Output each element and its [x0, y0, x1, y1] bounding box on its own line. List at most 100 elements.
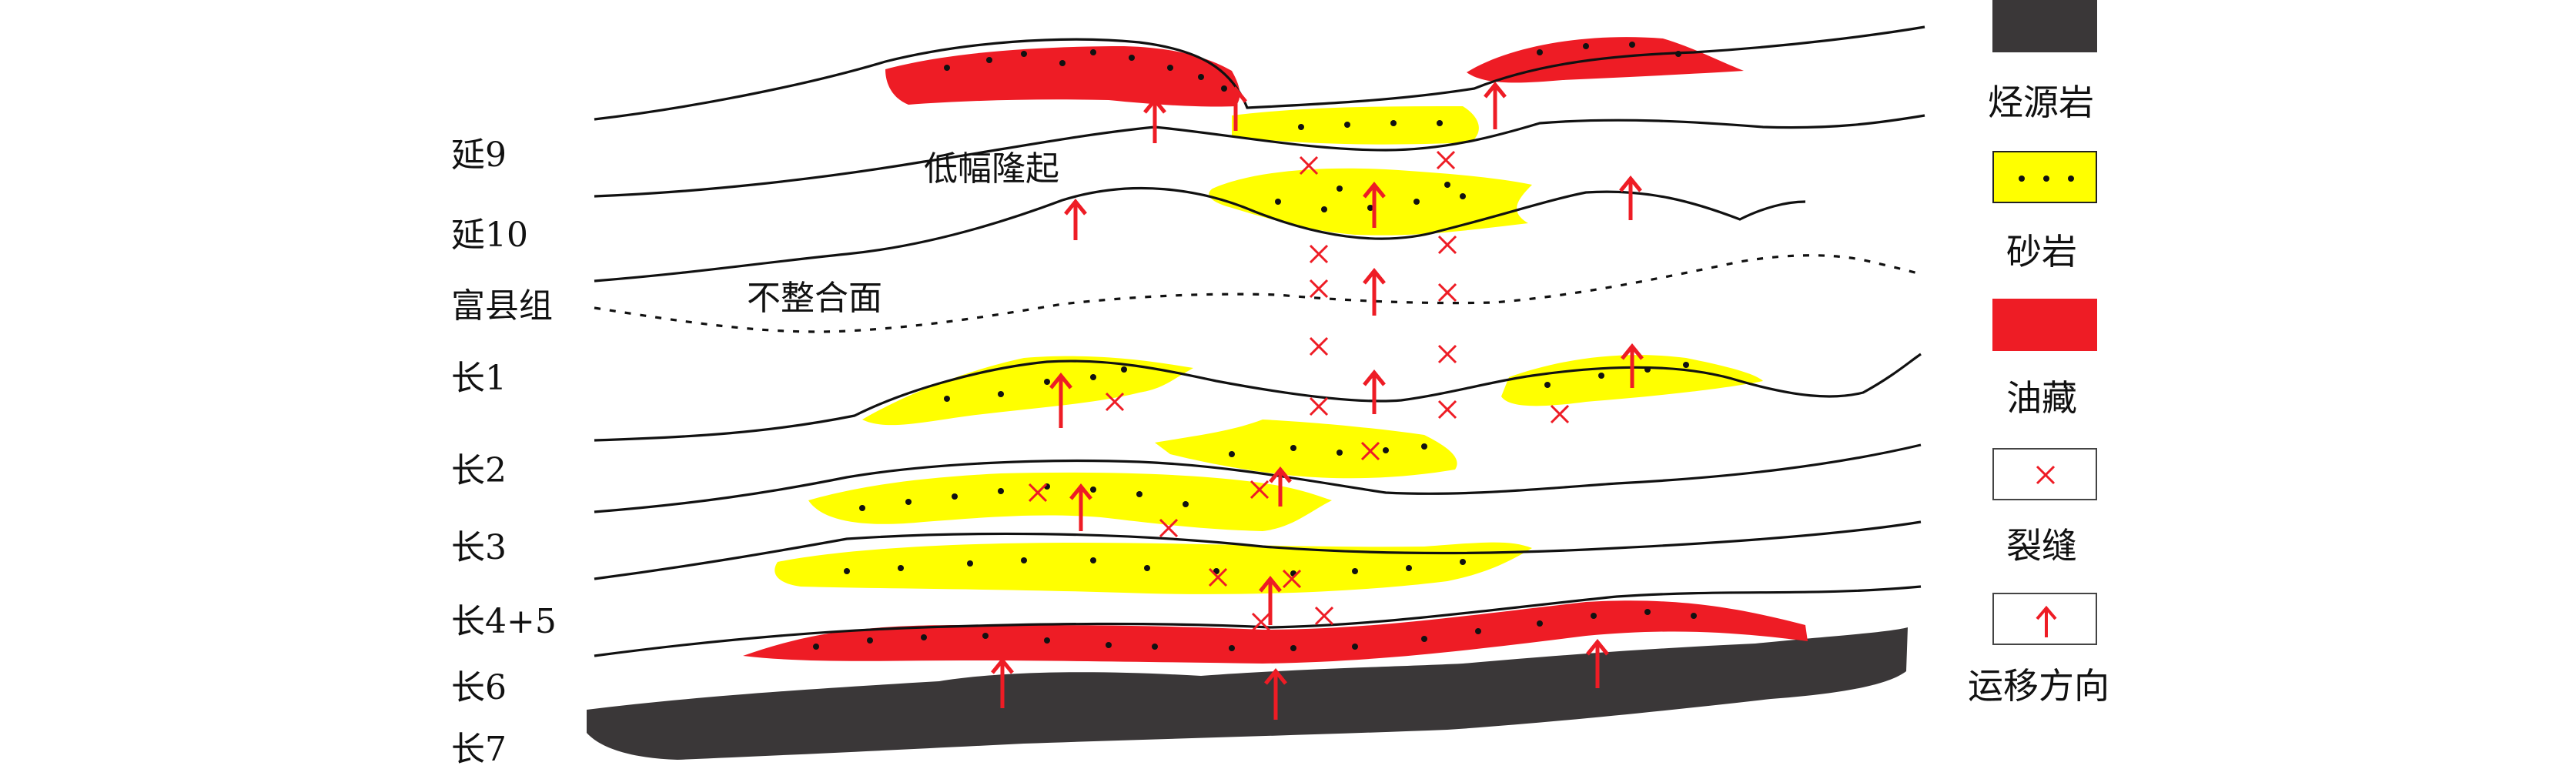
- sand-body-6: [808, 472, 1332, 531]
- sand-dot: [1383, 447, 1389, 453]
- sand-dot: [1337, 450, 1343, 456]
- sand-body-2: [1209, 168, 1532, 236]
- sand-dot: [1583, 43, 1589, 49]
- sand-body-7: [774, 542, 1532, 594]
- fracture-cross-icon: [1309, 244, 1329, 264]
- sand-dot: [998, 488, 1004, 494]
- fracture-cross-icon: [1437, 344, 1457, 364]
- sand-dot: [1090, 557, 1096, 563]
- sand-dot: [1460, 193, 1466, 199]
- sand-dot: [1167, 65, 1173, 71]
- migration-arrow-icon: [1064, 199, 1087, 240]
- sand-dot: [921, 634, 927, 640]
- fracture-cross-icon: [1251, 612, 1271, 632]
- fracture-cross-icon: [1309, 336, 1329, 356]
- migration-arrow-icon: [1259, 576, 1282, 625]
- sand-dot: [967, 560, 973, 567]
- sand-dot: [1321, 206, 1327, 212]
- sand-dot: [1152, 644, 1158, 650]
- sand-dot: [1044, 379, 1050, 385]
- sand-dot: [1444, 182, 1450, 188]
- sand-dot: [952, 493, 958, 500]
- sand-dot: [1675, 51, 1681, 57]
- migration-arrow-icon: [1619, 176, 1642, 220]
- migration-arrow-icon: [991, 657, 1014, 708]
- sand-dot: [1460, 559, 1466, 565]
- arrow-up-icon: [2036, 605, 2057, 637]
- sand-dot: [998, 391, 1004, 397]
- migration-arrow-icon: [1224, 86, 1247, 131]
- layer-label-chang6: 长6: [451, 668, 507, 707]
- sand-dot: [1537, 620, 1543, 627]
- sandstone-dots: [813, 42, 1697, 651]
- sand-dot: [1421, 636, 1427, 642]
- sand-dot: [898, 565, 904, 571]
- sand-dot: [1629, 42, 1635, 48]
- sand-dot: [1290, 645, 1296, 651]
- fracture-cross-icon: [1105, 392, 1125, 412]
- migration-arrow-icon: [1363, 182, 1386, 228]
- sand-dot: [1021, 51, 1027, 57]
- sand-dot: [859, 505, 865, 511]
- sand-dot: [944, 396, 950, 402]
- legend-swatch-sand: [1992, 151, 2097, 203]
- fracture-cross-icon: [1299, 155, 1319, 176]
- oil-reservoir-upper-left: [885, 46, 1240, 107]
- sand-dot: [1352, 644, 1358, 650]
- sand-dot: [1352, 568, 1358, 574]
- sand-dot: [1544, 382, 1551, 388]
- sand-dot: [944, 65, 950, 71]
- sand-dot: [1537, 49, 1543, 55]
- sand-dot: [905, 499, 912, 505]
- unconformity-annotation: 不整合面: [747, 279, 882, 318]
- sand-dot: [813, 644, 819, 650]
- dots-icon: [2019, 176, 2074, 182]
- sand-dot: [1437, 120, 1443, 126]
- horizon-chang2: [594, 443, 1922, 513]
- fracture-marks: [1028, 150, 1570, 632]
- sand-dot: [1413, 199, 1420, 205]
- sand-dot: [1598, 373, 1604, 379]
- sand-dot: [1421, 443, 1427, 450]
- oil-reservoir-upper-right: [1467, 37, 1744, 83]
- sand-dot: [1406, 565, 1412, 571]
- legend-swatch-fracture: [1992, 448, 2097, 500]
- legend-label-source: 烃源岩: [1988, 82, 2094, 123]
- sand-dot: [1390, 120, 1397, 126]
- sand-dot: [1591, 613, 1597, 619]
- sand-dot: [1059, 60, 1066, 66]
- sand-dot: [1044, 637, 1050, 644]
- fracture-cross-icon: [1159, 518, 1179, 538]
- fracture-cross-icon: [1314, 606, 1334, 626]
- fracture-cross-icon: [1437, 400, 1457, 420]
- sand-dot: [1090, 49, 1096, 55]
- sand-dot: [986, 57, 992, 63]
- migration-arrow-icon: [1264, 668, 1287, 720]
- fracture-cross-icon: [1360, 441, 1380, 461]
- sand-dot: [1106, 642, 1112, 648]
- layer-label-chang7: 长7: [451, 730, 507, 769]
- sand-dot: [1475, 628, 1481, 634]
- sandstone-bodies: [774, 106, 1763, 594]
- fracture-cross-icon: [1437, 235, 1457, 255]
- source-rock-body: [587, 627, 1908, 760]
- sand-dot: [1691, 613, 1697, 619]
- migration-arrow-icon: [1586, 639, 1609, 688]
- legend-label-migration: 运移方向: [1968, 665, 2109, 707]
- legend-label-fracture: 裂缝: [2006, 525, 2077, 567]
- sand-dot: [1367, 205, 1373, 211]
- horizon-chang3: [594, 520, 1922, 580]
- horizon-yan10: [594, 186, 1806, 283]
- layer-label-fuxian: 富县组: [451, 286, 553, 326]
- oil-reservoir-chang45: [743, 600, 1808, 664]
- horizon-yan9: [594, 114, 1925, 198]
- fracture-cross-icon: [1028, 483, 1048, 503]
- sand-body-5: [1155, 420, 1457, 479]
- legend-swatch-migration: [1992, 593, 2097, 645]
- sand-dot: [1021, 557, 1027, 563]
- migration-arrow-icon: [1269, 466, 1292, 507]
- migration-arrow-icon: [1363, 369, 1386, 414]
- fracture-cross-icon: [1208, 567, 1228, 587]
